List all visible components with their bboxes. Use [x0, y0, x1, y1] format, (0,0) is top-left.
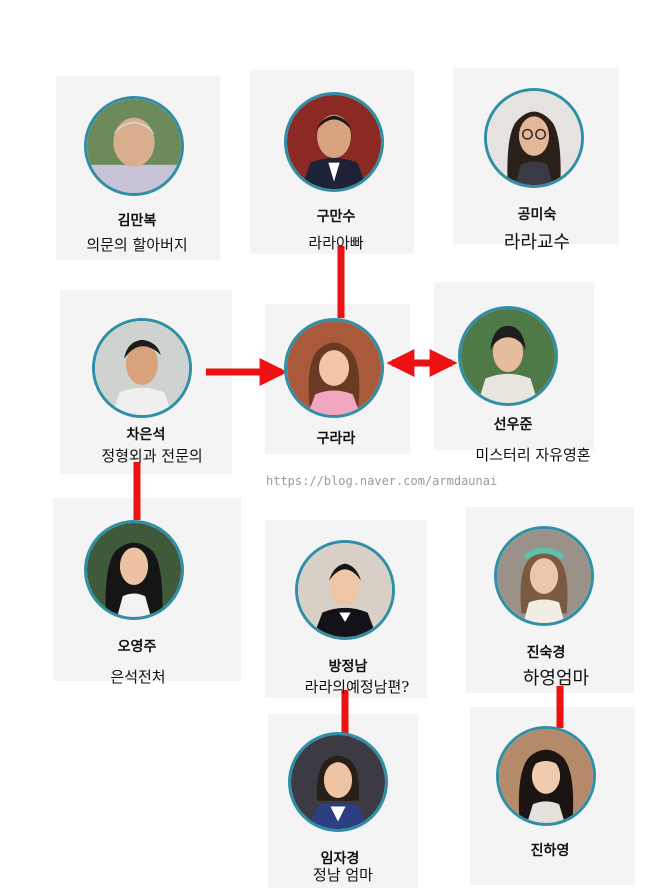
name-jin-hayeong: 진하영 — [530, 843, 570, 859]
name-seon-ujun: 선우준 — [493, 417, 533, 433]
portrait-girl-bangs-icon — [499, 729, 593, 823]
watermark: https://blog.naver.com/armdaunai — [266, 474, 498, 488]
avatar-cha-eunseok — [92, 318, 192, 418]
name-im-jagyeong: 임자경 — [320, 851, 360, 867]
role-im-jagyeong: 정남 엄마 — [313, 866, 373, 884]
avatar-gu-mansu — [284, 92, 384, 192]
role-gu-mansu: 라라아빠 — [308, 234, 364, 252]
name-kim-manbok: 김만복 — [117, 213, 157, 229]
portrait-woman-glasses-icon — [487, 91, 581, 185]
portrait-young-man-icon — [95, 321, 189, 415]
name-gong-misuk: 공미숙 — [517, 207, 557, 223]
name-gu-rara: 구라라 — [316, 431, 356, 447]
avatar-kim-manbok — [84, 96, 184, 196]
portrait-elderly-man-icon — [87, 99, 181, 193]
name-cha-eunseok: 차은석 — [126, 427, 166, 443]
avatar-gong-misuk — [484, 88, 584, 188]
role-cha-eunseok: 정형외과 전문의 — [101, 447, 203, 465]
role-jin-sukgyeong: 하영엄마 — [522, 668, 590, 689]
avatar-gu-rara — [284, 318, 384, 418]
role-bang-jeongnam: 라라의예정남편? — [304, 678, 410, 696]
name-jin-sukgyeong: 진숙경 — [526, 645, 566, 661]
portrait-young-man-hoodie-icon — [461, 309, 555, 403]
role-seon-ujun: 미스터리 자유영혼 — [475, 446, 591, 464]
portrait-young-woman-icon — [287, 321, 381, 415]
name-oh-yeongju: 오영주 — [117, 639, 157, 655]
avatar-seon-ujun — [458, 306, 558, 406]
name-bang-jeongnam: 방정남 — [328, 659, 368, 675]
role-gong-misuk: 라라교수 — [503, 232, 571, 253]
role-kim-manbok: 의문의 할아버지 — [86, 236, 188, 254]
portrait-man-tuxedo-icon — [298, 543, 392, 637]
avatar-oh-yeongju — [84, 520, 184, 620]
portrait-man-suit-icon — [287, 95, 381, 189]
avatar-jin-sukgyeong — [494, 526, 594, 626]
portrait-woman-long-hair-icon — [87, 523, 181, 617]
portrait-woman-headband-icon — [497, 529, 591, 623]
avatar-jin-hayeong — [496, 726, 596, 826]
role-oh-yeongju: 은석전처 — [110, 668, 166, 686]
portrait-woman-hanbok-icon — [291, 735, 385, 829]
avatar-im-jagyeong — [288, 732, 388, 832]
avatar-bang-jeongnam — [295, 540, 395, 640]
name-gu-mansu: 구만수 — [316, 209, 356, 225]
